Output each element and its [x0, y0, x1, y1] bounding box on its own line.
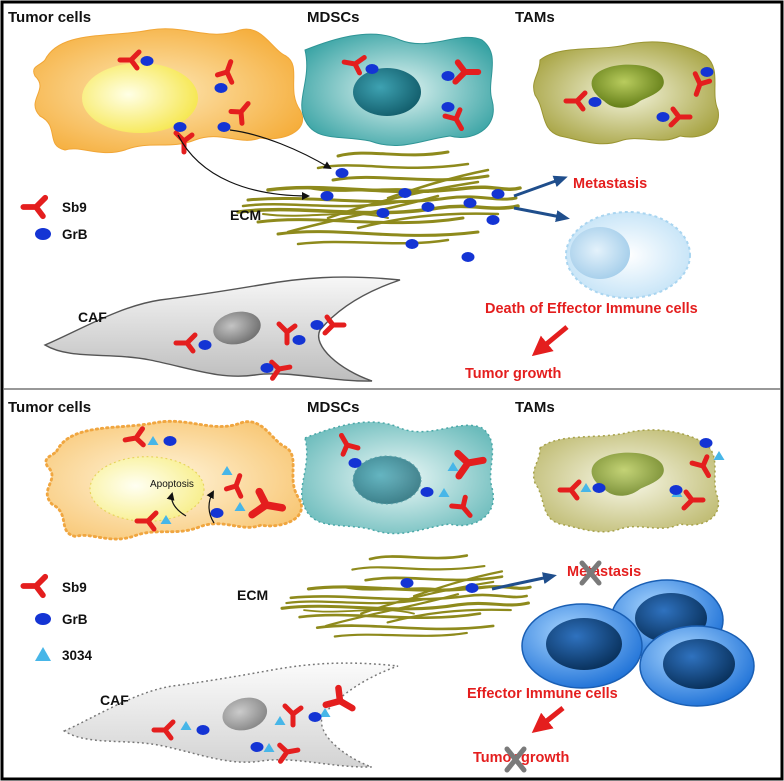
mdsc-cell	[301, 33, 494, 147]
tumor-growth-label: Tumor growth	[473, 750, 569, 766]
grb-granzyme	[491, 189, 505, 199]
metastasis-label: Metastasis	[567, 564, 641, 580]
metastasis-label: Metastasis	[573, 176, 647, 192]
effector-immune-cell	[639, 625, 755, 707]
effector-immune-cells	[521, 579, 755, 707]
grb-granzyme	[486, 215, 500, 225]
grb-granzyme	[441, 71, 455, 81]
apoptosis-label: Apoptosis	[150, 479, 194, 490]
grb-granzyme	[420, 487, 434, 497]
grb-granzyme	[405, 239, 419, 249]
grb-release-arrow	[229, 129, 332, 170]
tumor-cells-title: Tumor cells	[8, 399, 91, 416]
apoptosis-arrow	[166, 492, 187, 517]
grb-granzyme	[198, 340, 212, 350]
mdscs-title: MDSCs	[307, 399, 360, 416]
top-panel: Tumor cells MDSCs TAMs	[8, 9, 719, 382]
tumor-nucleus	[82, 63, 198, 133]
grb-granzyme	[217, 122, 231, 132]
grb-granzyme	[214, 83, 228, 93]
caf-cell	[43, 276, 401, 382]
tam-cell	[533, 41, 719, 145]
grb-granzyme	[348, 458, 362, 468]
tumor-cell	[33, 28, 303, 154]
tam-nucleus	[591, 64, 664, 108]
grb-granzyme	[260, 363, 274, 373]
legend-label-grb: GrB	[62, 227, 88, 242]
tumor-growth-label: Tumor growth	[465, 366, 561, 382]
grb-granzyme	[210, 508, 224, 518]
mdscs-title: MDSCs	[307, 9, 360, 26]
grb-granzyme	[320, 191, 334, 201]
grb-granzyme	[699, 438, 713, 448]
grb-granules	[140, 56, 714, 373]
legend-label-3034: 3034	[62, 648, 93, 663]
tumor-growth-arrow	[531, 706, 565, 733]
grb-granzyme	[173, 122, 187, 132]
grb-granzyme	[250, 742, 264, 752]
top-legend: Sb9 GrB	[23, 198, 88, 242]
tam-cell	[532, 429, 720, 533]
grb-granzyme	[465, 583, 479, 593]
grb-granzyme	[421, 202, 435, 212]
grb-dot-icon	[35, 228, 51, 240]
mdsc-nucleus	[352, 455, 422, 505]
caf-label: CAF	[78, 309, 107, 325]
triangle-icon	[35, 647, 51, 661]
grb-granzyme	[365, 64, 379, 74]
grb-granzyme	[656, 112, 670, 122]
metastasis-arrow	[513, 175, 568, 198]
effector-immune-cell	[521, 603, 643, 689]
grb-granzyme	[669, 485, 683, 495]
grb-granzyme	[376, 208, 390, 218]
tam-nucleus	[591, 452, 664, 496]
legend-label-sb9: Sb9	[62, 200, 87, 215]
caf-label: CAF	[100, 692, 129, 708]
top-outcomes: Metastasis Death of Effector Immune cell…	[465, 176, 698, 382]
grb-granzyme	[398, 188, 412, 198]
grb-granzyme	[592, 483, 606, 493]
grb-dot-icon	[35, 613, 51, 625]
grb-granzyme	[400, 578, 414, 588]
grb-granzyme	[461, 252, 475, 262]
mdsc-nucleus	[353, 68, 421, 116]
grb-granzyme	[196, 725, 210, 735]
grb-granzyme	[441, 102, 455, 112]
legend-label-grb: GrB	[62, 612, 88, 627]
bottom-panel: Tumor cells MDSCs TAMs	[8, 399, 755, 773]
grb-granzyme	[292, 335, 306, 345]
tumor-growth-blocked-mark	[504, 746, 527, 773]
tams-title: TAMs	[515, 9, 555, 26]
tumor-growth-arrow	[531, 325, 569, 357]
ecm-label: ECM	[230, 207, 261, 223]
tumor-cells-title: Tumor cells	[8, 9, 91, 26]
grb-granzyme	[335, 168, 349, 178]
grb-granzyme	[700, 67, 714, 77]
dying-effector-immune-cell	[565, 211, 691, 299]
effector-immune-cells-label: Effector Immune cells	[467, 686, 618, 702]
caf-nucleus	[222, 697, 268, 731]
immune-cell-arrow	[513, 206, 570, 223]
mdsc-cell	[301, 421, 495, 535]
grb-granzyme	[140, 56, 154, 66]
immune-cell-death-label: Death of Effector Immune cells	[485, 301, 698, 317]
grb-granzyme	[163, 436, 177, 446]
grb-granzyme	[308, 712, 322, 722]
grb-granzyme	[310, 320, 324, 330]
ecm-label: ECM	[237, 587, 268, 603]
metastasis-arrow	[491, 572, 557, 591]
grb-release-arrow	[177, 134, 310, 200]
grb-granules	[163, 436, 713, 752]
metastasis-blocked-mark	[579, 560, 602, 586]
grb-granzyme	[463, 198, 477, 208]
caf-nucleus	[213, 311, 261, 345]
bottom-legend: Sb9 GrB 3034	[23, 577, 93, 663]
legend-label-sb9: Sb9	[62, 580, 87, 595]
tams-title: TAMs	[515, 399, 555, 416]
grb-granzyme	[588, 97, 602, 107]
apoptosis-arrow	[206, 490, 215, 524]
